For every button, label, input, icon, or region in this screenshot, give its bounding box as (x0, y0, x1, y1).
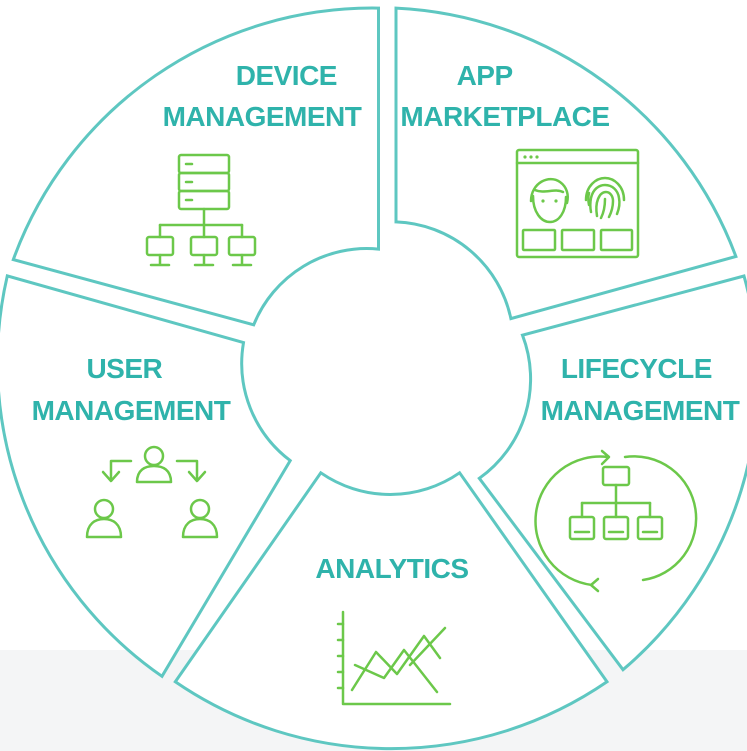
user-management-label: USER MANAGEMENT (32, 353, 231, 426)
lifecycle-management-line-2: MANAGEMENT (541, 395, 740, 426)
analytics-line-1: ANALYTICS (315, 553, 468, 584)
browser-window-face-fingerprint-icon (515, 148, 640, 259)
lifecycle-management-label: LIFECYCLE MANAGEMENT (541, 353, 740, 426)
segment-device-management (11, 6, 380, 327)
segment-analytics (173, 470, 610, 751)
server-network-icon (145, 153, 257, 267)
app-marketplace-label: APP MARKETPLACE (400, 60, 609, 132)
lifecycle-management-line-1: LIFECYCLE (561, 353, 712, 384)
segment-user-management (0, 274, 293, 679)
app-marketplace-line-1: APP (457, 60, 513, 91)
segment-lifecycle-management (477, 274, 747, 672)
user-management-line-1: USER (86, 353, 162, 384)
device-management-line-1: DEVICE (236, 60, 337, 91)
cycle-hierarchy-icon (534, 449, 698, 593)
app-marketplace-line-2: MARKETPLACE (400, 101, 609, 132)
device-management-line-2: MANAGEMENT (163, 101, 362, 132)
line-chart-icon (336, 610, 452, 706)
analytics-label: ANALYTICS (315, 553, 468, 584)
user-transfer-icon (85, 445, 219, 539)
user-management-line-2: MANAGEMENT (32, 395, 231, 426)
device-management-label: DEVICE MANAGEMENT (163, 60, 362, 132)
